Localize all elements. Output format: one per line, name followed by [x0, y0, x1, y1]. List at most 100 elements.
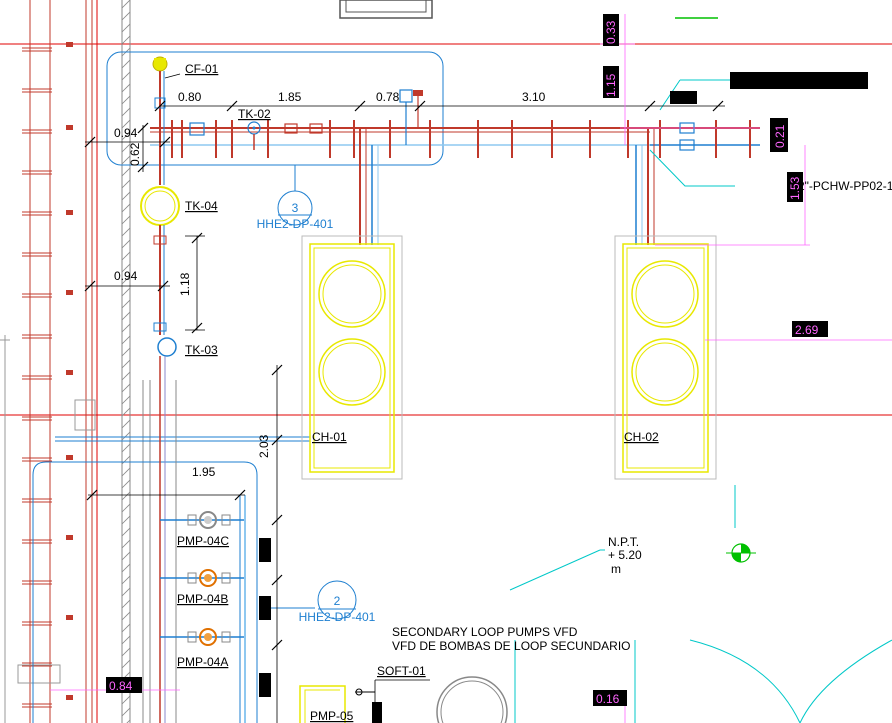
mag-016: 0.16: [593, 690, 627, 706]
drawing-stroke: [121, 0, 131, 9]
drawing-stroke: [121, 275, 131, 285]
drawing-stroke: [121, 143, 131, 153]
dimension-ticks: [84, 100, 724, 651]
drawing-stroke: [354, 100, 366, 112]
label-ch01: CH-01: [312, 430, 347, 444]
tk02-symbol: [247, 121, 261, 150]
mag-084: 0.84: [106, 677, 142, 693]
mag-084-text: 0.84: [109, 679, 133, 693]
drawing-stroke: [126, 719, 131, 723]
dim-185: 1.85: [278, 90, 302, 104]
drawing-stroke: [121, 359, 131, 369]
drawing-stroke: [157, 280, 169, 292]
npt-line2: + 5.20: [608, 548, 642, 562]
npt-line1: N.P.T.: [608, 535, 639, 549]
chiller-ch02: [614, 235, 717, 480]
drawing-stroke: [86, 489, 98, 501]
mag-021: 0.21: [770, 118, 788, 152]
drawing-stroke: [121, 575, 131, 585]
detail-callout-3: 3 HHE2-DP-401: [257, 165, 334, 231]
tk04-symbol: [140, 186, 180, 335]
drawing-stroke: [121, 395, 131, 405]
drawing-stroke: [121, 695, 131, 705]
dim-078: 0.78: [376, 90, 400, 104]
npt-line3: m: [611, 562, 621, 576]
mag-016-text: 0.16: [596, 692, 620, 706]
drawing-stroke: [121, 491, 131, 501]
mag-033: 0.33: [603, 14, 619, 46]
drawing-stroke: [154, 100, 166, 112]
drawing-stroke: [121, 215, 131, 225]
callout2-number: 2: [334, 594, 341, 608]
pipe-tag: 2"-PCHW-PP02-1: [798, 179, 892, 193]
mag-153: 1.53: [787, 172, 803, 202]
drawing-stroke: [121, 479, 131, 489]
note-line1: SECONDARY LOOP PUMPS VFD: [392, 625, 578, 639]
drawing-stroke: [121, 203, 131, 213]
dim-094-mid: 0.94: [114, 269, 138, 283]
drawing-stroke: [121, 599, 131, 609]
label-pmp04c: PMP-04C: [177, 534, 229, 548]
drawing-stroke: [121, 503, 131, 513]
drawing-stroke: [234, 489, 246, 501]
drawing-stroke: [121, 107, 131, 117]
drawing-stroke: [121, 311, 131, 321]
pump-pmp04c: [160, 511, 245, 529]
mag-269: 2.69: [792, 321, 828, 337]
drawing-stroke: [137, 122, 149, 134]
callout2-sheet: HHE2-DP-401: [299, 610, 376, 624]
drawing-stroke: [271, 364, 283, 376]
left-wall-ladder: [0, 0, 151, 723]
cyan-lines: [509, 79, 892, 723]
note-line2: VFD DE BOMBAS DE LOOP SECUNDARIO: [392, 639, 631, 653]
pump-pmp04b: [160, 569, 245, 587]
drawing-stroke: [121, 155, 131, 165]
mag-021-text: 0.21: [773, 124, 787, 148]
drawing-stroke: [271, 434, 283, 446]
drawing-stroke: [121, 647, 131, 657]
drawing-stroke: [121, 251, 131, 261]
chiller-ch01: [301, 235, 403, 480]
drawing-stroke: [121, 623, 131, 633]
drawing-stroke: [121, 191, 131, 201]
detail-cloud-bottom: [32, 461, 258, 723]
top-equipment-outline: [339, 0, 433, 19]
drawing-stroke: [121, 11, 131, 21]
drawing-stroke: [121, 347, 131, 357]
drawing-stroke: [159, 136, 171, 148]
drawing-stroke: [121, 527, 131, 537]
drawing-stroke: [121, 59, 131, 69]
label-ch02: CH-02: [624, 430, 659, 444]
drawing-stroke: [121, 467, 131, 477]
dim-094-top: 0.94: [114, 126, 138, 140]
drawing-stroke: [121, 179, 131, 189]
label-pmp04b: PMP-04B: [177, 592, 228, 606]
drawing-stroke: [414, 100, 426, 112]
drawing-stroke: [121, 407, 131, 417]
cf01-symbol: [152, 56, 181, 185]
drawing-stroke: [121, 551, 131, 561]
callout3-number: 3: [292, 201, 299, 215]
drawing-stroke: [121, 35, 131, 45]
drawing-stroke: [121, 431, 131, 441]
drawing-stroke: [191, 232, 203, 244]
drawing-stroke: [121, 371, 131, 381]
header-valves: [189, 89, 695, 151]
drawing-stroke: [121, 287, 131, 297]
drawing-stroke: [271, 514, 283, 526]
redacted-bar-1: [730, 72, 868, 89]
magenta-dimension-lines: [50, 14, 892, 723]
tank-circle-bottom: [436, 676, 508, 723]
dim-195: 1.95: [192, 465, 216, 479]
drawing-stroke: [121, 443, 131, 453]
dim-080: 0.80: [178, 90, 202, 104]
drawing-stroke: [644, 100, 656, 112]
dim-062: 0.62: [128, 142, 142, 166]
label-tk02: TK-02: [238, 107, 271, 121]
mag-115: 1.15: [603, 66, 619, 98]
drawing-stroke: [712, 100, 724, 112]
drawing-stroke: [121, 335, 131, 345]
vfd-panels: [259, 538, 382, 723]
